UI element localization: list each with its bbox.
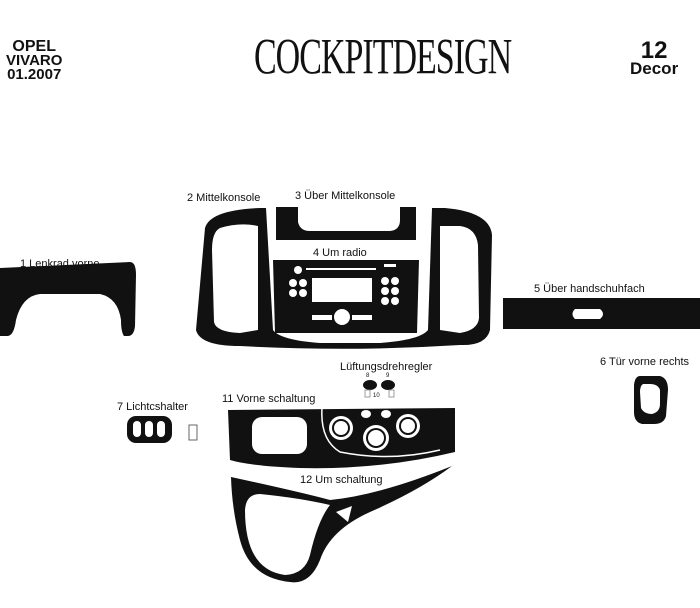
part-6-door-trim bbox=[634, 376, 668, 424]
cockpitdesign-logo: COCKPITDESIGN bbox=[254, 30, 512, 86]
part-2-center-console bbox=[196, 208, 492, 349]
part-2-label: 2 Mittelkonsole bbox=[187, 192, 261, 204]
date: 01.2007 bbox=[7, 66, 62, 83]
model: VIVARO bbox=[6, 52, 63, 69]
part-4-radio-surround bbox=[273, 260, 419, 333]
part-12-shift-surround bbox=[231, 466, 452, 583]
count: 12 bbox=[640, 37, 668, 64]
part-3-label: 3 Über Mittelkonsole bbox=[295, 190, 396, 202]
knob-9-number: 9 bbox=[386, 373, 390, 379]
part-3-upper-console bbox=[276, 207, 416, 240]
part-5-glovebox-trim bbox=[503, 298, 700, 329]
piece-count: 12 Decor bbox=[630, 37, 679, 78]
part-7-light-switch-trim bbox=[127, 416, 198, 443]
knob-10-number: 10 bbox=[373, 393, 380, 399]
vehicle-info: OPEL VIVARO 01.2007 bbox=[6, 38, 63, 83]
part-11-front-shift-trim bbox=[228, 407, 455, 469]
vent-knobs-label: Lüftungsdrehregler bbox=[340, 361, 433, 373]
part-11-label: 11 Vorne schaltung bbox=[222, 393, 316, 405]
part-6-label: 6 Tür vorne rechts bbox=[600, 356, 690, 368]
knob-8-number: 8 bbox=[366, 373, 370, 379]
part-5-label: 5 Über handschuhfach bbox=[534, 283, 645, 295]
part-12-label: 12 Um schaltung bbox=[300, 474, 383, 486]
parts-8-9-10-vent-knobs bbox=[363, 380, 395, 398]
kit-type: Decor bbox=[630, 59, 679, 78]
part-1-steering-trim bbox=[0, 262, 136, 336]
part-1-label: 1 Lenkrad vorne bbox=[20, 258, 100, 270]
part-7-label: 7 Lichtcshalter bbox=[117, 401, 188, 413]
make: OPEL bbox=[12, 38, 56, 55]
part-4-label: 4 Um radio bbox=[313, 247, 367, 259]
